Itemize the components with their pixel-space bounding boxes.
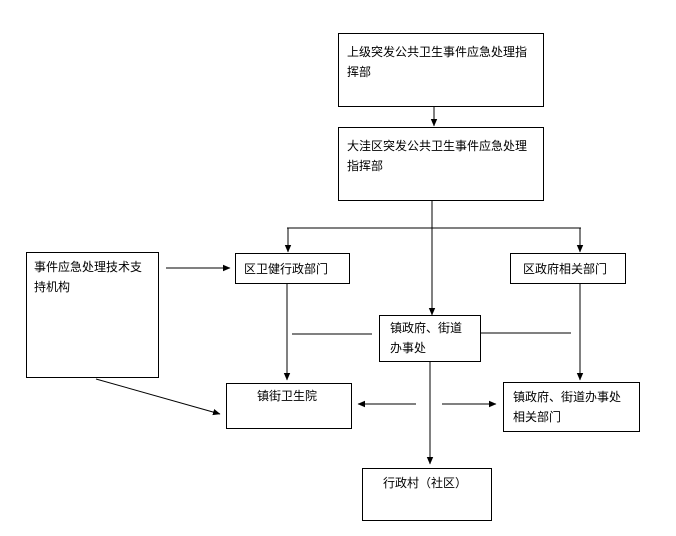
node-tech-support-label: 事件应急处理技术支持机构 — [34, 260, 143, 294]
node-health-dept: 区卫健行政部门 — [235, 253, 350, 284]
node-town-hospital: 镇街卫生院 — [226, 383, 352, 429]
node-gov-depts: 区政府相关部门 — [510, 253, 626, 284]
node-district-command: 大洼区突发公共卫生事件应急处理指挥部 — [338, 127, 544, 201]
node-town-depts: 镇政府、街道办事处相关部门 — [503, 382, 640, 432]
node-superior-command-label: 上级突发公共卫生事件应急处理指挥部 — [347, 45, 528, 79]
node-town-depts-label: 镇政府、街道办事处相关部门 — [513, 390, 622, 424]
arrow-tech-to-hospital — [95, 378, 221, 416]
node-health-dept-label: 区卫健行政部门 — [244, 262, 329, 276]
node-tech-support: 事件应急处理技术支持机构 — [26, 252, 159, 378]
node-superior-command: 上级突发公共卫生事件应急处理指挥部 — [338, 33, 544, 107]
node-village: 行政村（社区） — [362, 468, 492, 521]
node-town-hospital-label: 镇街卫生院 — [257, 389, 318, 403]
node-town-office-label: 镇政府、街道办事处 — [390, 321, 463, 355]
node-village-label: 行政村（社区） — [383, 476, 468, 490]
node-town-office: 镇政府、街道办事处 — [379, 315, 481, 362]
node-gov-depts-label: 区政府相关部门 — [523, 262, 608, 276]
node-district-command-label: 大洼区突发公共卫生事件应急处理指挥部 — [347, 139, 528, 173]
